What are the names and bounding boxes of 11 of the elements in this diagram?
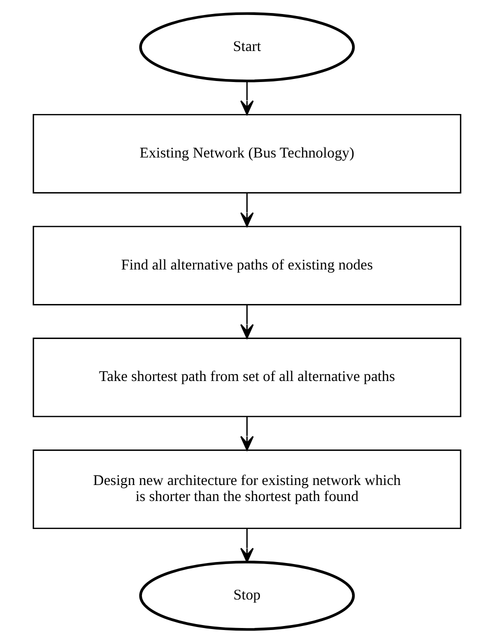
arrow [240,528,254,562]
node-ellipse: Start [139,12,355,82]
arrow [240,193,254,227]
arrow [240,81,254,115]
arrow [240,416,254,451]
node-box: Take shortest path from set of all alternative paths [32,338,462,418]
node-box: Find all alternative paths of existing nodes [32,226,462,306]
arrow [240,305,254,339]
node-box: Design new architecture for existing network which is shorter than the shortest path found [32,450,462,530]
node-ellipse: Stop [139,560,355,631]
node-box: Existing Network (Bus Technology) [32,114,462,194]
